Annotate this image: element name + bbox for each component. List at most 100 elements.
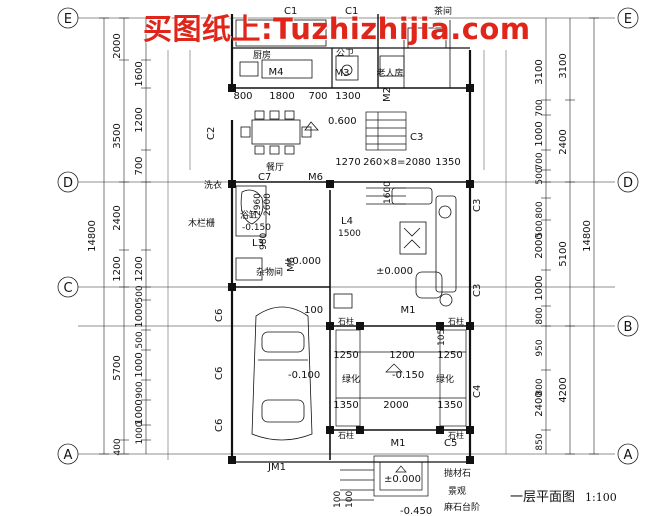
dining-label: 餐厅 xyxy=(266,161,284,173)
left-dim-inner: 1000 xyxy=(135,421,145,444)
entry-steps xyxy=(340,455,429,501)
porch xyxy=(335,329,467,427)
c1-label: C1 xyxy=(284,6,297,17)
elder-door-label: M2 xyxy=(382,87,393,102)
c2-label: C2 xyxy=(206,127,217,140)
right-dim-inner: 1000 xyxy=(534,275,545,300)
c6-label: C6 xyxy=(214,309,225,322)
kitchen-window-label: M4 xyxy=(269,67,284,78)
left-dim-mid: 3500 xyxy=(112,123,123,148)
left-dim-inner: 500 xyxy=(135,285,145,302)
left-dim-mid: 2400 xyxy=(112,205,123,230)
right-dim-mid: 2400 xyxy=(558,129,569,154)
garage-labels: -0.100 C6 C6 C6 JM1 xyxy=(214,309,320,473)
axis-a-right: A xyxy=(624,448,633,463)
c7-label: C7 xyxy=(258,172,271,183)
left-dim-mid: 2000 xyxy=(112,33,123,58)
left-dim-inner: 1000 xyxy=(134,302,145,327)
watermark-banner: 买图纸上:Tuzhizhijia.com xyxy=(143,12,531,46)
column-label: 石柱 xyxy=(448,430,464,440)
top-dim: 700 xyxy=(308,91,327,102)
right-dim-inner: 3100 xyxy=(534,59,545,84)
right-dim-inner: 800 xyxy=(535,201,545,218)
right-dim-mid: 4200 xyxy=(558,377,569,402)
elder-room-label: 老人房 xyxy=(376,67,403,79)
scenery-label: 景观 xyxy=(448,486,466,497)
axis-d-left: D xyxy=(63,176,73,191)
top-dimensions: 800 1800 700 1300 1270 260×8=2080 1350 xyxy=(232,87,470,168)
left-dim-inner: 900 xyxy=(135,381,145,398)
c4-label: C4 xyxy=(472,385,483,398)
column-label: 石柱 xyxy=(338,316,354,326)
l3-label: L3 xyxy=(252,238,264,249)
corridor-level: ±0.000 xyxy=(284,256,321,267)
internal-dim: 1350 xyxy=(437,400,462,411)
top-dim: 260×8=2080 xyxy=(363,157,431,168)
axis-d-right: D xyxy=(623,176,633,191)
storage-label: 杂物间 xyxy=(256,266,283,278)
top-dim: 1800 xyxy=(269,91,294,102)
right-dim-inner: 1000 xyxy=(534,121,545,146)
left-dim-inner: 1200 xyxy=(134,107,145,132)
right-dim-inner: 850 xyxy=(535,433,545,450)
internal-dim: 2600 xyxy=(263,193,273,216)
stair-level: -0.150 xyxy=(242,223,271,233)
living-labels: ±0.000 M1 100 C3 C3 C4 xyxy=(304,199,483,398)
right-dim-inner: 500 xyxy=(535,220,545,237)
right-dimension-labels: 3100 700 1000 700 500 800 500 2000 1000 … xyxy=(534,53,593,450)
internal-dim: 1250 xyxy=(333,350,358,361)
internal-dim: 100 xyxy=(304,305,323,316)
planter-left: 绿化 xyxy=(342,373,360,385)
left-dimension-labels: 14800 2000 3500 2400 1200 5700 400 1600 … xyxy=(87,33,145,455)
m1-label-2: M1 xyxy=(391,438,406,449)
stair xyxy=(365,111,407,205)
step-label: 抛材石 xyxy=(444,467,471,479)
dining-table xyxy=(240,110,319,155)
right-dim-inner: 2400 xyxy=(534,391,545,416)
side-reference-lines xyxy=(167,50,507,460)
axis-bubbles-right: E D B A xyxy=(617,7,639,465)
axis-a-left: A xyxy=(64,448,73,463)
internal-dim: 1600 xyxy=(383,181,393,204)
kitchen-area xyxy=(235,19,451,88)
entry-labels: ±0.000 抛材石 景观 麻石台阶 -0.450 xyxy=(384,467,480,516)
c3-label-3: C3 xyxy=(472,284,483,297)
internal-dim: 1200 xyxy=(389,350,414,361)
entry-outer-level: -0.450 xyxy=(400,506,432,516)
axis-lines xyxy=(78,17,615,455)
internal-dim: 1350 xyxy=(333,400,358,411)
columns xyxy=(228,84,474,464)
entry-level: ±0.000 xyxy=(384,474,421,485)
right-dim-inner: 950 xyxy=(535,339,545,356)
column-label: 石柱 xyxy=(338,430,354,440)
right-dim-inner: 700 xyxy=(535,99,545,116)
kitchen-labels: 厨房 M4 公卫 M3 老人房 M2 C1 C1 茶间 xyxy=(253,5,452,102)
c5-label: C5 xyxy=(444,438,457,449)
top-dim: 1300 xyxy=(335,91,360,102)
column-labels: 石柱 石柱 石柱 石柱 xyxy=(338,316,464,440)
internal-dim: 980 xyxy=(259,233,269,250)
right-dim-mid: 3100 xyxy=(558,53,569,78)
c6-label-2: C6 xyxy=(214,367,225,380)
right-dim-total: 14800 xyxy=(582,220,593,252)
left-dim-mid: 400 xyxy=(113,438,123,455)
l4-label: L4 xyxy=(341,216,353,227)
m1-label: M1 xyxy=(401,305,416,316)
left-dim-inner: 1600 xyxy=(134,61,145,86)
living-level: ±0.000 xyxy=(376,266,413,277)
toilet-door-label: M3 xyxy=(335,68,350,79)
internal-dim: 2960 xyxy=(253,193,263,216)
planter-right: 绿化 xyxy=(436,373,454,385)
internal-dim: 1500 xyxy=(338,229,361,239)
right-dim-inner: 2000 xyxy=(534,233,545,258)
drawing-scale: 1:100 xyxy=(585,491,617,504)
c3-label: C3 xyxy=(410,132,423,143)
left-dim-inner: 500 xyxy=(135,331,145,348)
right-dim-inner: 800 xyxy=(535,307,545,324)
laundry-label: 洗衣 xyxy=(204,179,222,191)
internal-dim: 1050 xyxy=(437,323,447,346)
c3-label-2: C3 xyxy=(472,199,483,212)
living-room-furniture xyxy=(333,187,457,309)
bottom-dimensions: 100 100 xyxy=(333,491,355,508)
